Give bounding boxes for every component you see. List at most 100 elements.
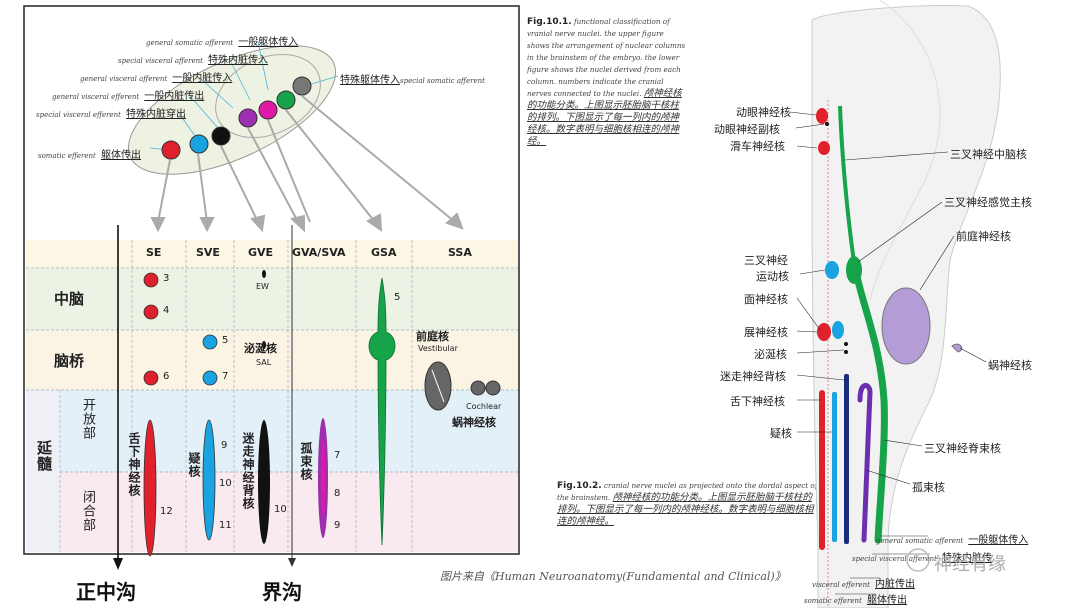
vert-vagus: 迷走神经背核 (241, 432, 255, 510)
rr-solitary: 孤束核 (912, 481, 945, 494)
rl-trigeminal: 三叉神经 (744, 254, 788, 267)
legend-sva: special visceral afferent 特殊内脏传 (852, 553, 993, 564)
row-medulla: 延髓 (35, 440, 53, 472)
rn-motor-5 (825, 261, 839, 279)
label-sal: SAL (256, 358, 272, 367)
rl-abducens: 展神经核 (744, 326, 788, 339)
col-gve: GVE (248, 246, 274, 259)
label-coch-cn: 蜗神经核 (452, 416, 496, 429)
rl-hypoglossal: 舌下神经核 (730, 395, 785, 408)
num-gsa-5: 5 (394, 292, 401, 303)
rl-ambiguus: 疑核 (770, 427, 792, 440)
label-sva: special visceral afferent 特殊内脏传入 (118, 55, 269, 66)
label-limiting-sulcus: 界沟 (262, 580, 302, 604)
dot-sva (258, 100, 278, 120)
col-gsa: GSA (371, 246, 397, 259)
rn-trochlear (818, 141, 830, 155)
num-3: 3 (163, 273, 170, 284)
vert-hypoglossal: 舌下神经核 (127, 432, 141, 497)
num-11: 11 (219, 520, 232, 531)
rn-abducens (832, 321, 844, 339)
nuc-cochlear-b (485, 380, 501, 396)
fig2-caption: Fig.10.2. cranial nerve nuclei as projec… (557, 481, 818, 527)
rl-trochlear: 滑车神经核 (730, 140, 785, 153)
rl-salivatory: 泌涎核 (754, 348, 787, 361)
dot-gva (238, 108, 258, 128)
dot-gve (211, 126, 231, 146)
rn-mesencephalic (838, 105, 856, 263)
num-9: 9 (221, 440, 228, 451)
nuc-4 (143, 304, 159, 320)
rn-hypoglossal (819, 390, 825, 550)
rn-ambiguus (832, 392, 837, 542)
rl-oculomotor: 动眼神经核 (736, 106, 791, 119)
table-grid (26, 240, 518, 552)
num-4: 4 (163, 305, 170, 316)
num-10: 10 (219, 478, 232, 489)
label-gve: general visceral efferent 一般内脏传出 (52, 91, 205, 102)
num-10b: 10 (274, 504, 287, 515)
rr-principal-sensory: 三叉神经感觉主核 (944, 196, 1032, 209)
num-6: 6 (163, 371, 170, 382)
rn-principal-sensory (846, 256, 862, 284)
dot-gsa (276, 90, 296, 110)
col-sve: SVE (196, 246, 220, 259)
watermark-text: 神经有缘 (934, 554, 1006, 575)
row-pons: 脑桥 (54, 352, 85, 370)
rr-cochlear: 蜗神经核 (988, 359, 1032, 372)
nuc-12 (143, 419, 157, 557)
fig1-caption: Fig.10.1. functional classification of v… (527, 17, 686, 147)
num-12: 12 (160, 506, 173, 517)
num-gva-8: 8 (334, 488, 341, 499)
dot-sve (189, 134, 209, 154)
nuc-cochlear-a (470, 380, 486, 396)
legend-se: somatic efferent 躯体传出 (804, 595, 907, 606)
col-ssa: SSA (448, 246, 472, 259)
nuc-ambiguus (202, 419, 216, 541)
vert-solitary: 孤束核 (299, 442, 313, 481)
nuc-3 (143, 272, 159, 288)
label-ew: EW (256, 282, 269, 291)
label-ssa: 特殊躯体传入special somatic afferent (340, 75, 485, 86)
num-5: 5 (222, 335, 229, 346)
rr-vestibular: 前庭神经核 (956, 230, 1011, 243)
nuc-trigeminal (368, 277, 396, 546)
col-se: SE (146, 246, 162, 259)
nuc-vagus-dorsal (258, 420, 270, 544)
rn-facial (817, 323, 831, 341)
nuc-6 (143, 370, 159, 386)
rr-spinal-trigeminal: 三叉神经脊束核 (924, 442, 1001, 455)
label-sve: special visceral efferent 特殊内脏穿出 (36, 109, 186, 120)
label-vest-cn: 前庭核 (416, 330, 449, 343)
row-open: 开放部 (80, 398, 95, 440)
image-credit: 图片来自《Human Neuroanatomy(Fundamental and … (440, 570, 786, 583)
rl-accessory-oculomotor: 动眼神经副核 (714, 123, 780, 136)
label-se: somatic efferent 躯体传出 (38, 150, 141, 161)
num-gva-7: 7 (334, 450, 341, 461)
row-midbrain: 中脑 (54, 290, 85, 308)
nuc-ew (262, 270, 266, 278)
label-gva: general visceral afferent 一般内脏传入 (80, 73, 233, 84)
rn-solitary (857, 383, 873, 543)
num-7: 7 (222, 371, 229, 382)
nuc-7 (202, 370, 218, 386)
rr-mesencephalic: 三叉神经中脑核 (950, 148, 1027, 161)
panel-border (23, 5, 520, 555)
rn-ew (825, 122, 829, 126)
label-coch-en: Cochlear (466, 402, 502, 411)
label-vest-en: Vestibular (418, 344, 458, 353)
rl-vagus-dorsal: 迷走神经背核 (720, 370, 786, 383)
label-gsa: general somatic afferent 一般躯体传入 (146, 37, 299, 48)
label-sal-cn: 泌涎核 (244, 342, 277, 355)
num-gva-9: 9 (334, 520, 341, 531)
nuc-sal (262, 341, 266, 349)
label-midline-sulcus: 正中沟 (76, 580, 136, 604)
rn-vestibular (881, 287, 931, 365)
legend-ve: visceral efferent 内脏传出 (812, 579, 915, 590)
rl-motor: 运动核 (756, 270, 789, 283)
dot-ssa (292, 76, 312, 96)
dot-se (161, 140, 181, 160)
